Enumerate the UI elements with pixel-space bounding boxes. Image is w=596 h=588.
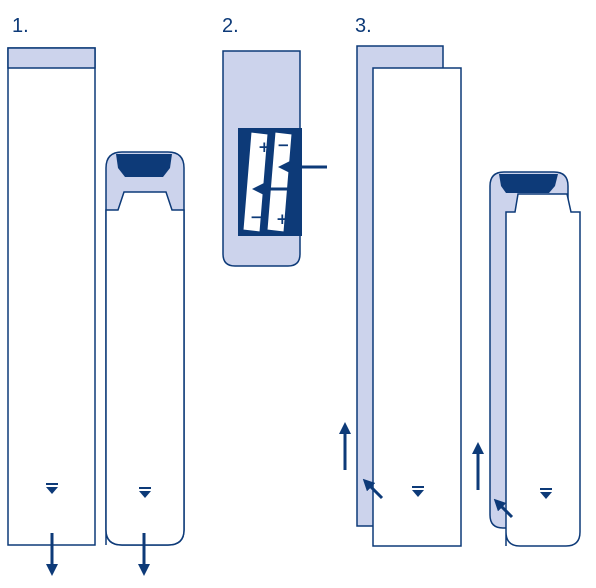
triangle-down-icon	[540, 492, 552, 499]
remote-dark-cap	[116, 154, 172, 177]
marker-line	[540, 488, 552, 490]
triangle-down-icon	[139, 491, 151, 498]
step-2-label: 2.	[222, 15, 239, 37]
plus-mark: +	[258, 138, 271, 156]
battery-left	[242, 131, 269, 233]
minus-mark: −	[250, 208, 263, 226]
plus-mark: +	[276, 210, 289, 228]
arrow-up-left-icon	[493, 498, 514, 519]
step-1-remote-sliding	[105, 151, 185, 576]
remote-front-cover	[105, 191, 185, 546]
remote-front-cover	[372, 67, 462, 547]
step-2-battery-compartment: + − − +	[222, 50, 327, 267]
triangle-down-icon	[46, 487, 58, 494]
battery-icon: + − − +	[242, 131, 293, 233]
step-3-label: 3.	[355, 15, 372, 37]
remote-dark-cap	[499, 174, 558, 193]
triangle-down-icon	[412, 490, 424, 497]
battery-right	[266, 131, 293, 233]
remote-front-cover	[505, 193, 581, 547]
minus-mark: −	[277, 136, 290, 154]
arrow-up-left-icon	[362, 478, 384, 500]
marker-line	[46, 483, 58, 485]
remote-top-strip	[7, 47, 96, 69]
step-1-label: 1.	[12, 15, 29, 37]
marker-line	[139, 487, 151, 489]
remote-body	[7, 47, 96, 546]
step-1-remote-closed	[7, 47, 96, 576]
marker-line	[412, 486, 424, 488]
step-3-cover-sliding-in	[339, 45, 462, 547]
step-3-remote-closing	[472, 171, 581, 547]
